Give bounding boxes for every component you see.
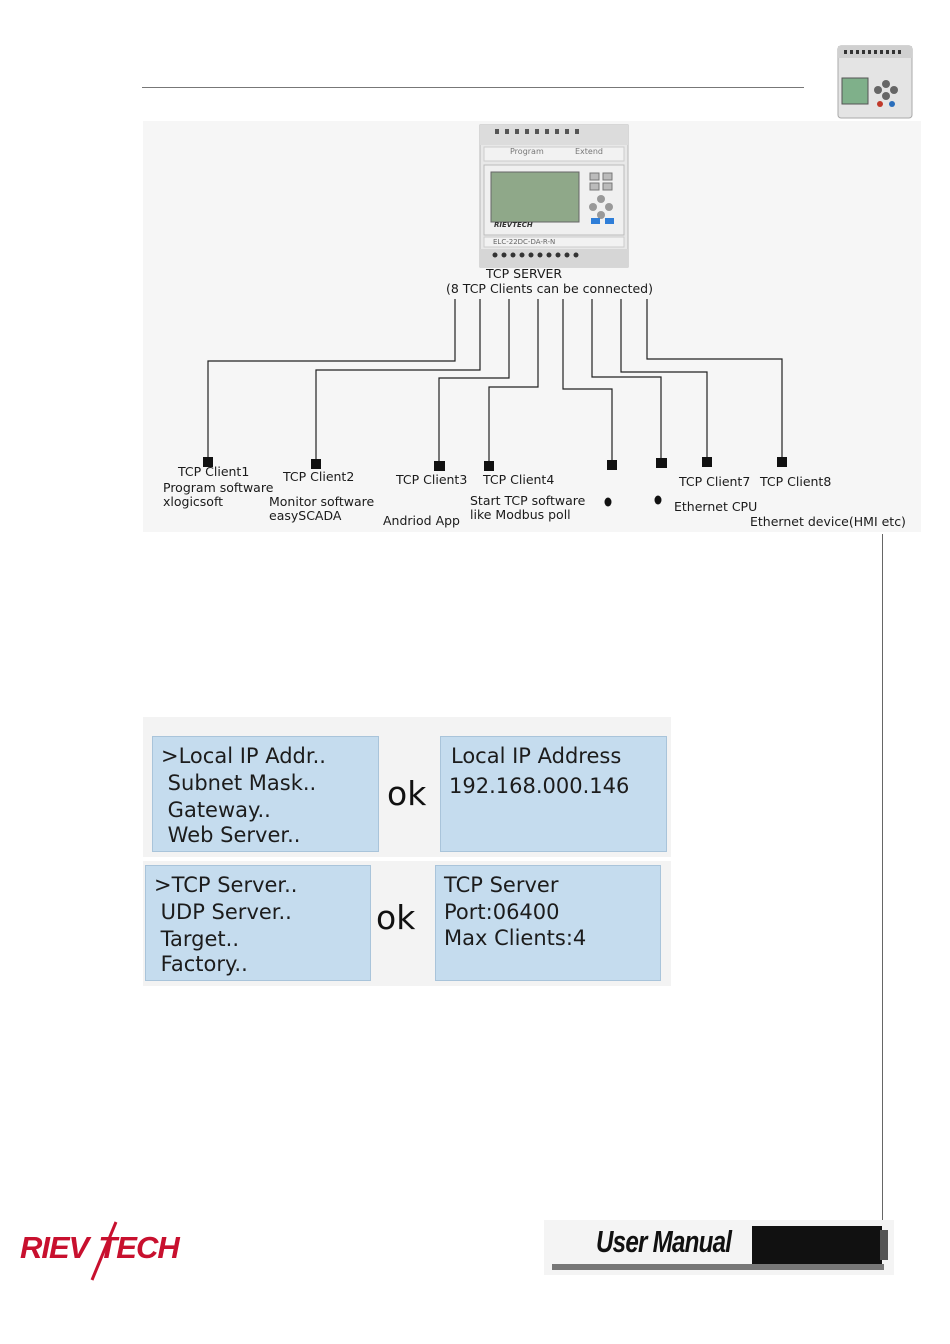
client3-desc: Andriod App (383, 513, 460, 528)
user-manual-banner: User Manual (544, 1220, 894, 1275)
lcd-line: Max Clients:4 (444, 926, 587, 950)
manual-title: User Manual (596, 1224, 732, 1259)
client3-label: TCP Client3 (396, 472, 468, 487)
logo-slash-icon (90, 1221, 118, 1281)
lcd-line: 192.168.000.146 (449, 774, 630, 798)
menu-item: Subnet Mask.. (161, 771, 317, 795)
menu-item: Gateway.. (161, 798, 271, 822)
device-brand: RIEVTECH (494, 221, 533, 229)
device-top-label-extend: Extend (575, 147, 603, 156)
client2-desc2: easySCADA (269, 508, 342, 523)
margin-rule (882, 534, 883, 1224)
network-diagram: Program Extend RIEVTECH ELC-22DC-DA-R-N … (143, 121, 921, 532)
server-settings-screens: >TCP Server.. UDP Server.. Target.. Fact… (143, 861, 671, 986)
ip-detail-lcd: Local IP Address 192.168.000.146 (440, 736, 667, 852)
client8-desc: Ethernet device(HMI etc) (750, 514, 906, 529)
lcd-line: Local IP Address (451, 744, 622, 768)
menu-item: Target.. (154, 927, 239, 951)
device-model: ELC-22DC-DA-R-N (493, 238, 556, 246)
client4-desc: Start TCP software (470, 493, 586, 508)
menu-item: Web Server.. (161, 823, 301, 847)
client4-label: TCP Client4 (483, 472, 555, 487)
server-note: (8 TCP Clients can be connected) (446, 281, 653, 296)
ok-label: ok (387, 774, 427, 813)
plc-device-icon (479, 124, 629, 268)
client1-label: TCP Client1 (178, 464, 250, 479)
client8-label: TCP Client8 (760, 474, 832, 489)
client1-desc2: xlogicsoft (163, 494, 224, 509)
diagram-lines (203, 124, 787, 507)
menu-item: >Local IP Addr.. (161, 744, 326, 768)
client7-desc: Ethernet CPU (674, 499, 758, 514)
server-detail-lcd: TCP Server Port:06400 Max Clients:4 (435, 865, 661, 981)
ok-label: ok (376, 898, 416, 937)
network-menu-lcd: >Local IP Addr.. Subnet Mask.. Gateway..… (152, 736, 379, 852)
menu-item: UDP Server.. (154, 900, 292, 924)
lcd-line: TCP Server (444, 873, 559, 897)
client2-desc: Monitor software (269, 494, 375, 509)
client7-label: TCP Client7 (679, 474, 751, 489)
device-thumbnail-icon (837, 45, 913, 119)
network-settings-screens: >Local IP Addr.. Subnet Mask.. Gateway..… (143, 717, 671, 857)
server-menu-lcd: >TCP Server.. UDP Server.. Target.. Fact… (145, 865, 371, 981)
header-rule (142, 87, 804, 88)
device-top-label: Program (510, 147, 544, 156)
lcd-line: Port:06400 (444, 900, 560, 924)
server-title: TCP SERVER (486, 266, 563, 281)
client1-desc: Program software (163, 480, 274, 495)
client2-label: TCP Client2 (283, 469, 355, 484)
client4-desc2: like Modbus poll (470, 507, 571, 522)
menu-item: >TCP Server.. (154, 873, 298, 897)
menu-item: Factory.. (154, 952, 248, 976)
